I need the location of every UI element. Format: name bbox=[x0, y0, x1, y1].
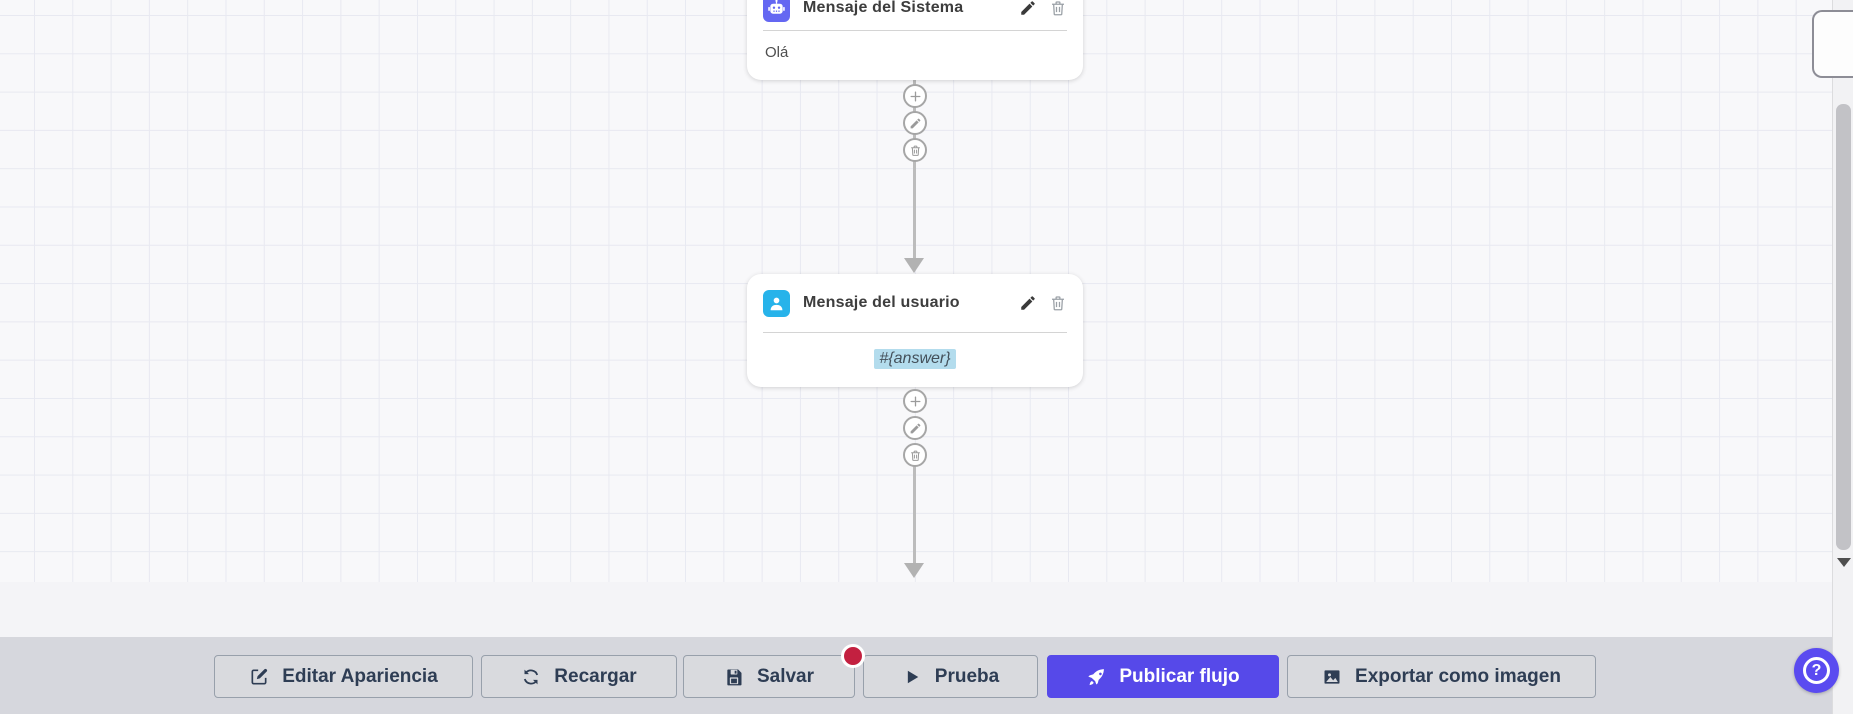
connector-line bbox=[913, 448, 916, 563]
button-label: Publicar flujo bbox=[1119, 665, 1240, 687]
flow-canvas[interactable]: Mensaje del Sistema Olá bbox=[0, 0, 1832, 582]
rocket-icon bbox=[1088, 668, 1105, 685]
save-button[interactable]: Salvar bbox=[683, 655, 855, 698]
trash-icon[interactable] bbox=[1049, 294, 1067, 312]
edit-appearance-button[interactable]: Editar Apariencia bbox=[214, 655, 473, 698]
test-button[interactable]: Prueba bbox=[863, 655, 1038, 698]
button-label: Salvar bbox=[756, 665, 815, 687]
help-button[interactable]: ? bbox=[1794, 648, 1839, 693]
node-title: Mensaje del usuario bbox=[803, 294, 960, 311]
user-icon bbox=[763, 289, 790, 317]
edit-connection-button[interactable] bbox=[903, 111, 927, 135]
connector-menu bbox=[903, 84, 927, 162]
delete-connection-button[interactable] bbox=[903, 138, 927, 162]
publish-flow-button[interactable]: Publicar flujo bbox=[1047, 655, 1279, 698]
connector-menu bbox=[903, 389, 927, 467]
add-node-button[interactable] bbox=[903, 84, 927, 108]
side-panel-cutoff bbox=[1812, 10, 1853, 78]
node-system-message[interactable]: Mensaje del Sistema Olá bbox=[747, 0, 1083, 80]
edit-node-icon[interactable] bbox=[1019, 294, 1037, 312]
connector-arrowhead bbox=[904, 258, 924, 273]
image-icon bbox=[1324, 669, 1340, 684]
bottom-toolbar: Editar Apariencia Recargar Salvar Prueba bbox=[0, 637, 1832, 714]
robot-icon bbox=[763, 0, 790, 22]
connector-arrowhead bbox=[904, 563, 924, 578]
unsaved-changes-badge bbox=[841, 644, 865, 668]
add-node-button[interactable] bbox=[903, 389, 927, 413]
node-header: Mensaje del usuario bbox=[747, 274, 1083, 332]
node-body-text[interactable]: Olá bbox=[765, 44, 789, 61]
save-icon bbox=[727, 669, 742, 685]
edit-connection-button[interactable] bbox=[903, 416, 927, 440]
node-divider bbox=[763, 30, 1067, 31]
canvas-bottom-strip bbox=[0, 582, 1832, 637]
button-label: Editar Apariencia bbox=[282, 665, 438, 687]
trash-icon[interactable] bbox=[1049, 0, 1067, 17]
button-label: Recargar bbox=[554, 665, 637, 687]
refresh-icon bbox=[524, 669, 539, 684]
vertical-scrollbar[interactable] bbox=[1832, 0, 1853, 714]
connector-line bbox=[913, 80, 916, 258]
node-user-message[interactable]: Mensaje del usuario #{answer} bbox=[747, 274, 1083, 387]
question-mark-icon: ? bbox=[1803, 657, 1830, 684]
edit-node-icon[interactable] bbox=[1019, 0, 1037, 17]
help-label: ? bbox=[1811, 661, 1822, 679]
edit-square-icon bbox=[251, 668, 268, 684]
scrollbar-thumb[interactable] bbox=[1836, 104, 1851, 550]
answer-variable-chip[interactable]: #{answer} bbox=[874, 349, 956, 369]
export-image-button[interactable]: Exportar como imagen bbox=[1287, 655, 1596, 698]
node-title: Mensaje del Sistema bbox=[803, 0, 964, 16]
button-label: Exportar como imagen bbox=[1355, 665, 1561, 687]
button-label: Prueba bbox=[934, 665, 1000, 687]
delete-connection-button[interactable] bbox=[903, 443, 927, 467]
scroll-down-arrow[interactable] bbox=[1837, 558, 1851, 567]
reload-button[interactable]: Recargar bbox=[481, 655, 677, 698]
play-icon bbox=[907, 670, 919, 683]
node-divider bbox=[763, 332, 1067, 333]
node-header: Mensaje del Sistema bbox=[747, 0, 1083, 30]
